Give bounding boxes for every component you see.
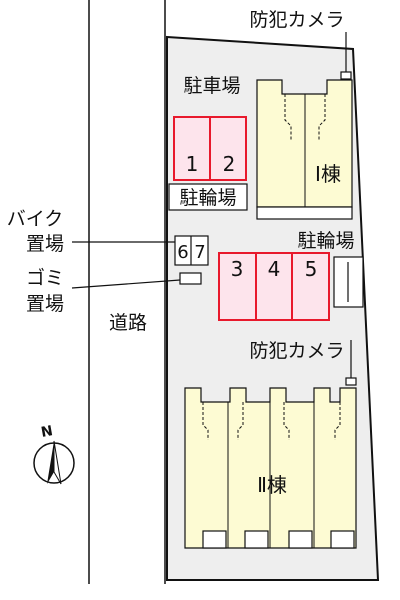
parking-slots-1-2 <box>173 116 247 181</box>
garbage-area <box>179 272 202 285</box>
car-parking-label: 駐車場 <box>183 75 240 97</box>
bike-parking-left-label: 駐輪場 <box>179 187 236 209</box>
parking-slot-4: 4 <box>268 257 281 281</box>
garbage-leader-line <box>71 279 181 289</box>
motorbike-slots <box>174 235 209 266</box>
parking-slots-3-5 <box>218 252 330 321</box>
road-label: 道路 <box>109 312 147 334</box>
parking-slot-3: 3 <box>231 257 244 281</box>
parking-slot-1: 1 <box>186 152 199 176</box>
motorbike-label-line2: 置場 <box>26 233 64 255</box>
building-2-label: Ⅱ棟 <box>257 473 287 497</box>
motorbike-label-line1: バイク <box>7 208 64 230</box>
garbage-label-line2: 置場 <box>26 293 64 315</box>
bike-parking-right-label: 駐輪場 <box>297 230 354 252</box>
building-1-label: Ⅰ棟 <box>315 162 341 186</box>
compass-north-label: N <box>40 423 54 441</box>
motorbike-slot-6: 6 <box>177 242 188 263</box>
security-camera-1 <box>340 32 352 80</box>
camera-top-label: 防犯カメラ <box>249 9 344 31</box>
compass-north-icon <box>33 440 75 485</box>
parking-slot-2: 2 <box>223 152 236 176</box>
bike-rack-right <box>333 256 364 308</box>
motorbike-slot-7: 7 <box>194 242 205 263</box>
building-2: Ⅱ棟 <box>184 387 357 549</box>
garbage-label-line1: ゴミ <box>26 267 64 289</box>
camera-bottom-label: 防犯カメラ <box>249 340 344 362</box>
building-1: Ⅰ棟 <box>256 79 353 220</box>
bike-parking-left-box <box>168 183 248 211</box>
parking-slot-5: 5 <box>305 257 318 281</box>
security-camera-2 <box>345 340 357 386</box>
